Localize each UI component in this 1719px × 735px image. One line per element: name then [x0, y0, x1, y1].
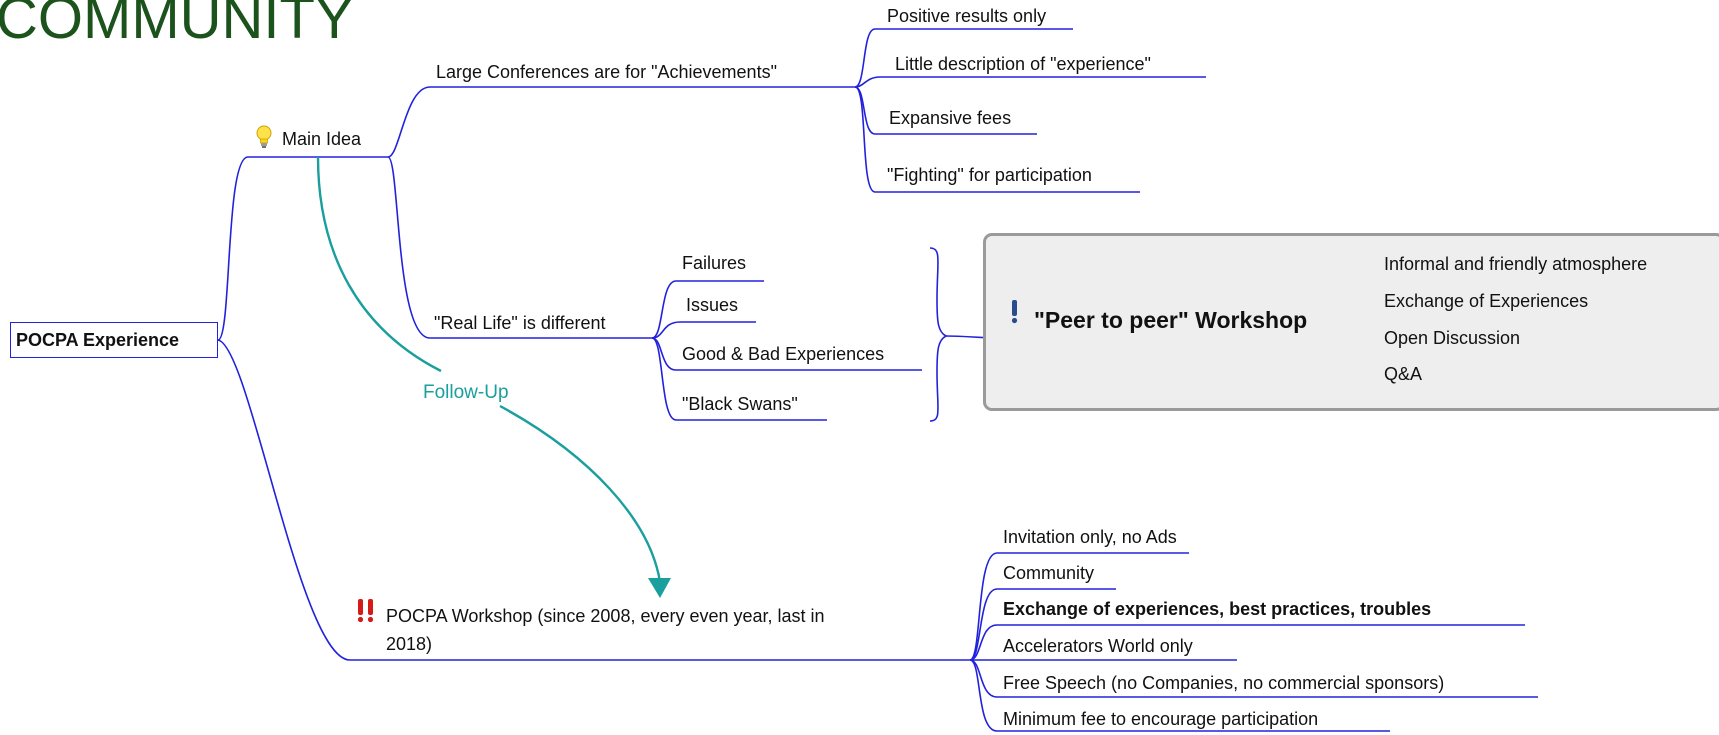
node-black-swans[interactable]: "Black Swans" [682, 394, 798, 414]
branch-item-issues [651, 321, 756, 339]
node-positive-results[interactable]: Positive results only [887, 6, 1047, 26]
branch-item-failures [651, 280, 764, 339]
root-node[interactable]: POCPA Experience [10, 322, 218, 358]
followup-arrowhead [648, 578, 671, 598]
peer-workshop-boundary [983, 233, 1719, 411]
node-accelerators[interactable]: Accelerators World only [1003, 636, 1193, 656]
branch-item-little [854, 76, 1206, 88]
node-open-discussion[interactable]: Open Discussion [1384, 328, 1521, 348]
node-exchange-experiences[interactable]: Exchange of Experiences [1384, 291, 1589, 311]
node-issues[interactable]: Issues [686, 295, 739, 315]
node-free-speech[interactable]: Free Speech (no Companies, no commercial… [1003, 673, 1445, 693]
branch-item-positive [854, 28, 1073, 88]
branch-item-blackswans [651, 337, 827, 421]
branch-root-main-idea [217, 156, 388, 341]
node-failures[interactable]: Failures [682, 253, 747, 273]
node-pocpa-workshop-line1: POCPA Workshop (since 2008, every even y… [386, 606, 825, 626]
lightbulb-icon [256, 125, 272, 148]
node-large-conferences[interactable]: Large Conferences are for "Achievements" [436, 62, 777, 82]
node-minimum-fee[interactable]: Minimum fee to encourage participation [1003, 709, 1319, 729]
brace-connector [929, 247, 948, 422]
node-main-idea[interactable]: Main Idea [282, 129, 361, 151]
double-exclamation-icon [357, 599, 374, 623]
followup-connector-lower [499, 404, 662, 583]
branch-main-large-conf [387, 86, 855, 158]
node-community[interactable]: Community [1003, 563, 1095, 583]
node-invitation[interactable]: Invitation only, no Ads [1003, 527, 1177, 547]
followup-label[interactable]: Follow-Up [423, 382, 509, 403]
branch-item-fighting [854, 86, 1140, 193]
node-peer-workshop[interactable]: "Peer to peer" Workshop [1034, 307, 1308, 333]
branch-ws-community [969, 588, 1116, 661]
node-real-life[interactable]: "Real Life" is different [434, 313, 606, 333]
node-expansive-fees[interactable]: Expansive fees [889, 108, 1012, 128]
branch-ws-exchange [969, 624, 1525, 661]
node-fighting[interactable]: "Fighting" for participation [887, 165, 1092, 185]
node-pocpa-workshop[interactable]: POCPA Workshop (since 2008, every even y… [386, 603, 825, 659]
branch-main-real-life [387, 156, 652, 339]
branch-root-workshop [217, 339, 970, 661]
node-pocpa-workshop-line2: 2018) [386, 633, 433, 654]
exclamation-icon [1011, 300, 1018, 324]
branch-ws-invitation [969, 552, 1189, 661]
node-informal[interactable]: Informal and friendly atmosphere [1384, 254, 1648, 274]
page-title: COMMUNITY [0, 0, 354, 51]
branch-ws-minfee [969, 659, 1390, 732]
node-little-description[interactable]: Little description of "experience" [895, 54, 1151, 74]
node-good-bad[interactable]: Good & Bad Experiences [682, 344, 885, 364]
node-qa[interactable]: Q&A [1384, 364, 1423, 384]
node-exchange-best-practices[interactable]: Exchange of experiences, best practices,… [1003, 599, 1432, 619]
node-main-idea-label: Main Idea [282, 129, 362, 149]
root-node-label: POCPA Experience [16, 329, 180, 350]
followup-connector-upper [316, 156, 442, 373]
